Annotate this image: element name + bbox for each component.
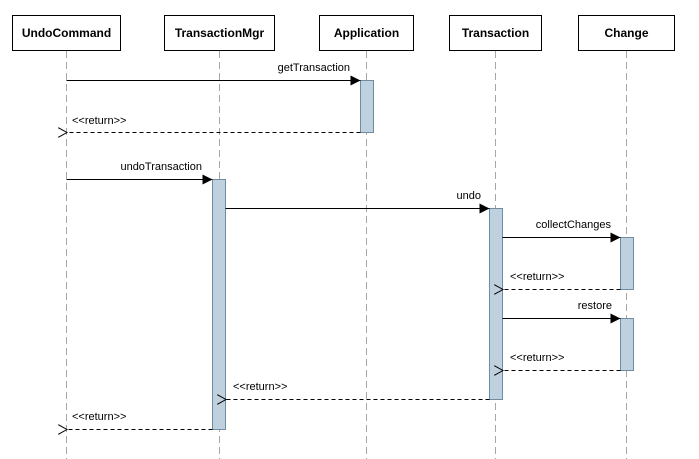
message-label: <<return>> <box>72 115 126 127</box>
message-label: <<return>> <box>510 271 564 283</box>
message-undoTransaction[interactable]: undoTransaction <box>66 161 213 185</box>
participant-change[interactable]: Change <box>578 15 675 51</box>
participant-label: Change <box>604 26 648 40</box>
message-label: undo <box>457 190 481 202</box>
message-getTransaction[interactable]: getTransaction <box>66 62 361 86</box>
message-label: undoTransaction <box>120 161 202 173</box>
participant-transaction[interactable]: Transaction <box>449 15 542 51</box>
message-return-undo[interactable]: <<return>> <box>226 381 490 400</box>
message-label: <<return>> <box>510 352 564 364</box>
participant-label: Application <box>334 26 399 40</box>
message-label: <<return>> <box>72 411 126 423</box>
message-return-getTransaction[interactable]: <<return>> <box>67 115 361 133</box>
message-restore[interactable]: restore <box>502 300 621 324</box>
activation-application <box>360 80 374 133</box>
message-label: restore <box>578 300 612 312</box>
activation-change-collect <box>620 237 634 290</box>
message-return-undoTransaction[interactable]: <<return>> <box>67 411 213 430</box>
message-label: collectChanges <box>536 219 612 231</box>
activation-transaction <box>489 208 503 400</box>
message-return-restore[interactable]: <<return>> <box>503 352 621 371</box>
message-label: getTransaction <box>278 62 350 74</box>
message-collectChanges[interactable]: collectChanges <box>502 219 621 243</box>
participant-label: UndoCommand <box>22 26 111 40</box>
message-undo[interactable]: undo <box>225 190 490 214</box>
participant-label: Transaction <box>462 26 529 40</box>
activation-transactionmgr <box>212 179 226 430</box>
participant-application[interactable]: Application <box>319 15 414 51</box>
participant-label: TransactionMgr <box>175 26 265 40</box>
message-label: <<return>> <box>233 381 287 393</box>
participant-transactionmgr[interactable]: TransactionMgr <box>164 15 275 51</box>
participant-undocommand[interactable]: UndoCommand <box>12 15 121 51</box>
message-return-collectChanges[interactable]: <<return>> <box>503 271 621 290</box>
activation-change-restore <box>620 318 634 371</box>
